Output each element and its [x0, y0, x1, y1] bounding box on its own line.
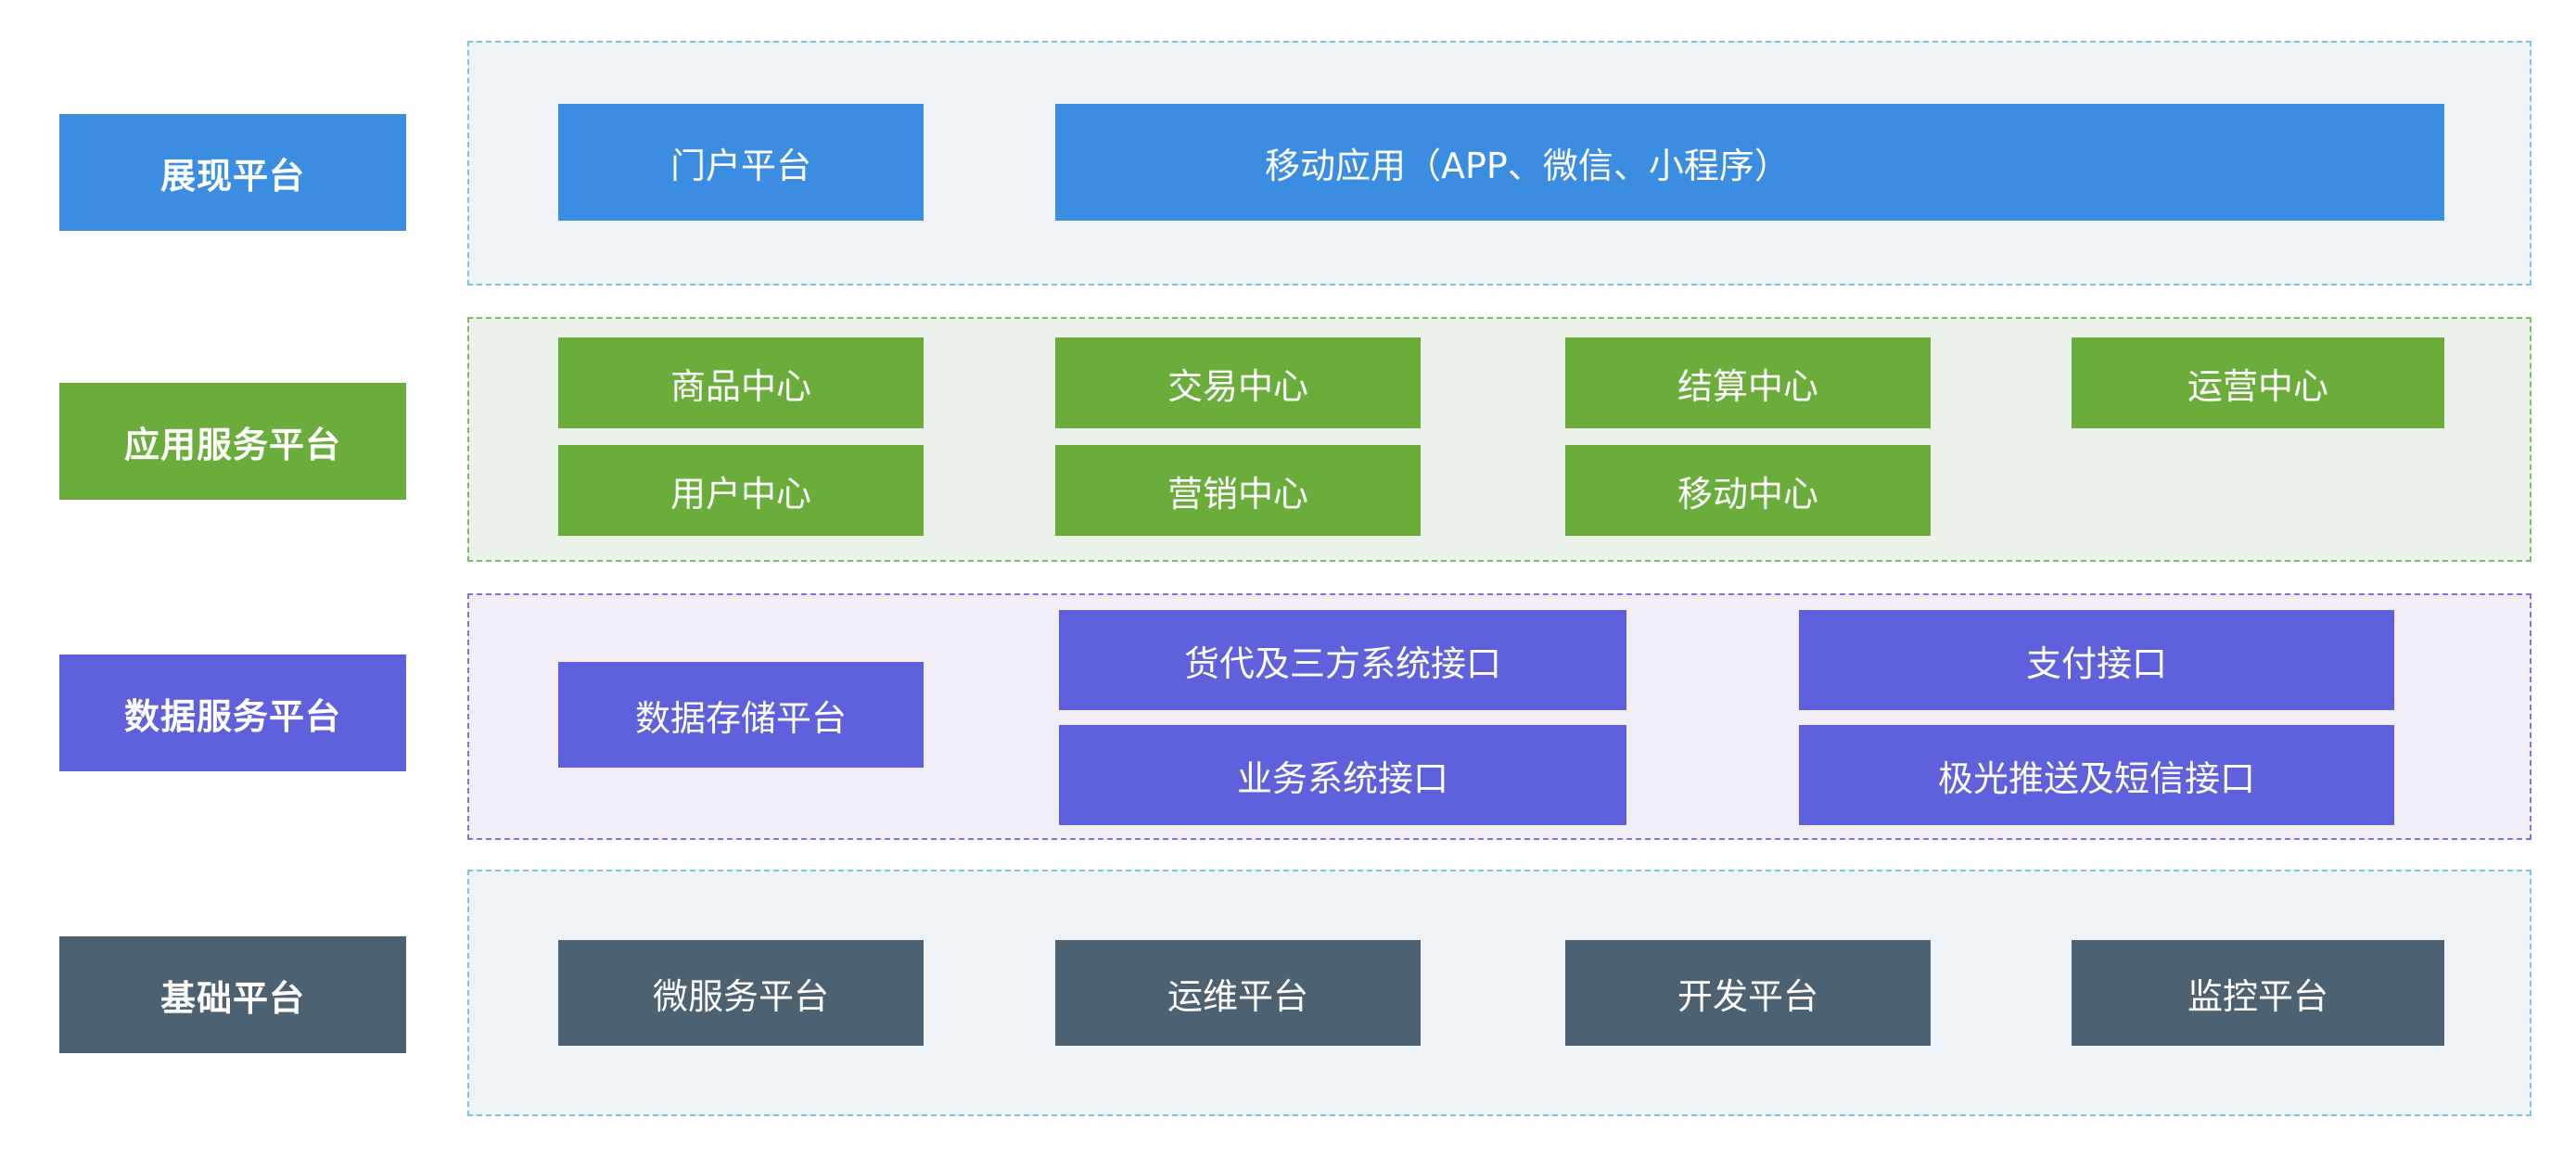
- box-dev-platform: 开发平台: [1565, 940, 1931, 1046]
- layer-panel-data-services: 数据存储平台 货代及三方系统接口 支付接口 业务系统接口 极光推送及短信接口: [467, 593, 2531, 840]
- box-settlement-center: 结算中心: [1565, 337, 1931, 428]
- box-push-sms-api: 极光推送及短信接口: [1799, 725, 2394, 825]
- box-mobile-apps: 移动应用（APP、微信、小程序）: [1055, 104, 2444, 221]
- box-trade-center: 交易中心: [1055, 337, 1421, 428]
- box-forwarder-thirdparty-api: 货代及三方系统接口: [1059, 610, 1626, 710]
- box-data-storage-platform: 数据存储平台: [558, 662, 924, 768]
- layer-panel-infrastructure: 微服务平台 运维平台 开发平台 监控平台: [467, 870, 2531, 1116]
- box-mobile-center: 移动中心: [1565, 445, 1931, 536]
- box-user-center: 用户中心: [558, 445, 924, 536]
- box-microservice-platform: 微服务平台: [558, 940, 924, 1046]
- box-portal-platform: 门户平台: [558, 104, 924, 221]
- box-payment-api: 支付接口: [1799, 610, 2394, 710]
- box-product-center: 商品中心: [558, 337, 924, 428]
- layer-panel-application-services: 商品中心 交易中心 结算中心 运营中心 用户中心 营销中心 移动中心: [467, 317, 2531, 562]
- layer-label-data-services: 数据服务平台: [59, 655, 406, 771]
- box-business-system-api: 业务系统接口: [1059, 725, 1626, 825]
- layer-panel-presentation: 门户平台 移动应用（APP、微信、小程序）: [467, 41, 2531, 286]
- layer-label-application-services: 应用服务平台: [59, 383, 406, 500]
- box-monitoring-platform: 监控平台: [2072, 940, 2444, 1046]
- box-ops-platform: 运维平台: [1055, 940, 1421, 1046]
- layer-label-presentation: 展现平台: [59, 114, 406, 231]
- box-marketing-center: 营销中心: [1055, 445, 1421, 536]
- layer-label-infrastructure: 基础平台: [59, 936, 406, 1053]
- box-operations-center: 运营中心: [2072, 337, 2444, 428]
